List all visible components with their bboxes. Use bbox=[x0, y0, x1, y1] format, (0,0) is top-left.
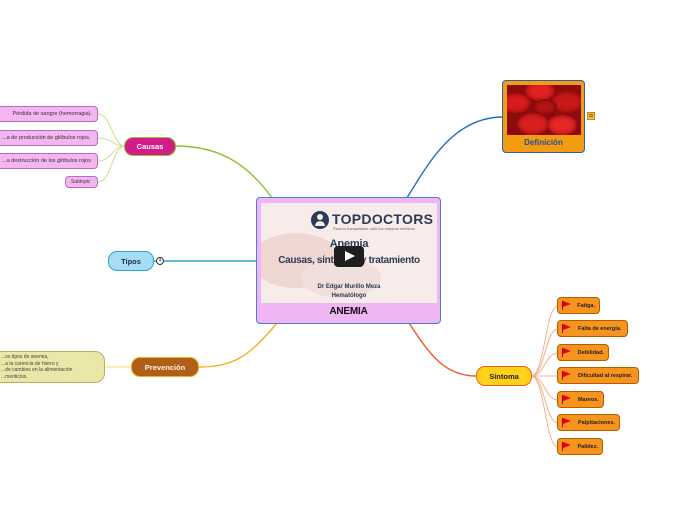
sintoma-item[interactable]: Mareos. bbox=[557, 391, 604, 408]
sintoma-item[interactable]: Falta de energía. bbox=[557, 320, 628, 337]
doctor-name: Dr Edgar Murillo Meza bbox=[317, 284, 381, 290]
causas-item[interactable]: ...a destrucción de los glóbulos rojos bbox=[0, 153, 98, 169]
flag-icon bbox=[561, 395, 572, 404]
flag-icon bbox=[561, 301, 572, 310]
topic-prevencion[interactable]: Prevención bbox=[131, 357, 199, 377]
topic-definicion[interactable]: Definición bbox=[502, 80, 585, 153]
sintoma-item[interactable]: Palpitaciones. bbox=[557, 414, 620, 431]
prevencion-note-line: ...a la carencia de hierro y bbox=[1, 360, 59, 367]
causas-item[interactable]: Subtopic bbox=[65, 176, 98, 188]
sintoma-item[interactable]: Debilidad. bbox=[557, 344, 609, 361]
red-blood-cells-image bbox=[507, 85, 581, 135]
sintoma-label: Síntoma bbox=[489, 371, 519, 381]
prevencion-label: Prevención bbox=[144, 362, 186, 372]
central-label: ANEMIA bbox=[329, 306, 368, 317]
notes-icon[interactable] bbox=[587, 112, 595, 120]
sintoma-item[interactable]: Palidez. bbox=[557, 438, 603, 455]
prevencion-note-line: ...os tipos de anemia, bbox=[1, 354, 49, 360]
causas-label: Causas bbox=[136, 142, 164, 151]
topic-sintoma[interactable]: Síntoma bbox=[476, 366, 532, 386]
logo-text: TOPDOCTORS bbox=[332, 211, 434, 227]
causas-item[interactable]: ...a de producción de glóbulos rojos. bbox=[0, 130, 98, 146]
flag-icon bbox=[561, 371, 572, 380]
flag-icon bbox=[561, 324, 572, 333]
sintoma-item[interactable]: Fatiga. bbox=[557, 297, 600, 314]
play-button[interactable] bbox=[334, 246, 364, 267]
flag-icon bbox=[561, 348, 572, 357]
sintoma-item[interactable]: Dificultad al respirar. bbox=[557, 367, 639, 384]
causas-item[interactable]: Pérdida de sangre (hemorragia). bbox=[0, 106, 98, 122]
topdoctors-logo: TOPDOCTORS Para tu tranquilidad, sólo lo… bbox=[311, 211, 433, 233]
topic-tipos[interactable]: Tipos bbox=[108, 251, 154, 271]
video-thumbnail[interactable]: TOPDOCTORS Para tu tranquilidad, sólo lo… bbox=[261, 203, 437, 303]
flag-icon bbox=[561, 442, 572, 451]
play-icon bbox=[345, 251, 355, 261]
doctor-logo-icon bbox=[311, 211, 329, 229]
topic-causas[interactable]: Causas bbox=[124, 137, 176, 156]
prevencion-note-line: ...menticios. bbox=[1, 373, 28, 380]
central-topic[interactable]: TOPDOCTORS Para tu tranquilidad, sólo lo… bbox=[256, 197, 441, 324]
prevencion-note[interactable]: ...os tipos de anemia, ...a la carencia … bbox=[0, 351, 105, 383]
definicion-label: Definición bbox=[524, 138, 563, 147]
logo-tagline: Para tu tranquilidad, sólo los mejores m… bbox=[333, 226, 415, 231]
flag-icon bbox=[561, 418, 572, 427]
tipos-count-badge[interactable]: 1 bbox=[156, 257, 164, 265]
prevencion-note-line: ...de cambios en la alimentación bbox=[1, 367, 73, 373]
tipos-label: Tipos bbox=[121, 256, 141, 266]
doctor-specialty: Hematólogo bbox=[331, 293, 367, 299]
